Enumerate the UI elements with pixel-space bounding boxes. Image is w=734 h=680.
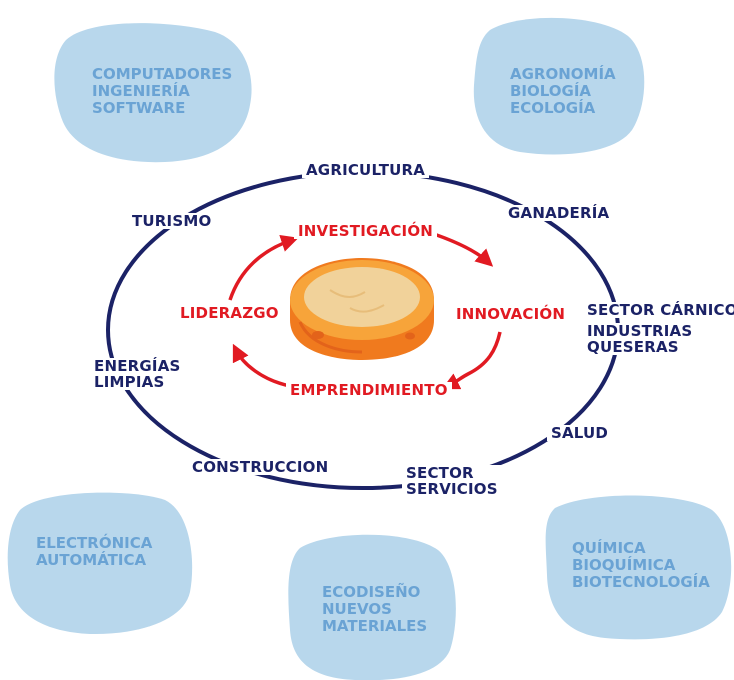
blob-line: SOFTWARE bbox=[92, 99, 186, 117]
blob-bottom-left bbox=[7, 492, 193, 635]
blob-bottom-right bbox=[545, 495, 732, 640]
blob-line: ECODISEÑO bbox=[322, 583, 421, 601]
blob-line: ECOLOGÍA bbox=[510, 99, 596, 117]
blob-line: NUEVOS bbox=[322, 600, 392, 618]
blob-line: BIOQUÍMICA bbox=[572, 556, 676, 574]
label-sector-line: SECTOR bbox=[406, 464, 474, 482]
blob-line: INGENIERÍA bbox=[92, 82, 190, 100]
blob-line: MATERIALES bbox=[322, 617, 428, 635]
label-construccion: CONSTRUCCION bbox=[188, 459, 333, 475]
blob-text-bottom-left: ELECTRÓNICA AUTOMÁTICA bbox=[36, 535, 152, 569]
cycle-arrow-1 bbox=[228, 235, 299, 301]
blob-line: ELECTRÓNICA bbox=[36, 534, 153, 552]
label-liderazgo: LIDERAZGO bbox=[176, 305, 283, 321]
cheese-wheel-icon bbox=[290, 258, 434, 360]
label-sector-servicios: SECTOR SERVICIOS bbox=[402, 465, 502, 497]
label-ganaderia: GANADERÍA bbox=[504, 205, 614, 221]
blob-bottom-center bbox=[288, 534, 456, 680]
label-turismo: TURISMO bbox=[128, 213, 216, 229]
blob-text-bottom-center: ECODISEÑO NUEVOS MATERIALES bbox=[322, 584, 427, 635]
cycle-arrow-4 bbox=[232, 343, 291, 388]
label-emprendimiento: EMPRENDIMIENTO bbox=[286, 382, 452, 398]
label-limpias-line: LIMPIAS bbox=[94, 373, 165, 391]
label-servicios-line: SERVICIOS bbox=[406, 480, 498, 498]
label-salud: SALUD bbox=[547, 425, 613, 441]
blob-top-left bbox=[54, 23, 252, 163]
label-investigacion: INVESTIGACIÓN bbox=[294, 223, 438, 239]
label-industrias-queseras: INDUSTRIAS QUESERAS bbox=[583, 322, 697, 356]
blob-text-top-right: AGRONOMÍA BIOLOGÍA ECOLOGÍA bbox=[510, 66, 616, 117]
label-energias-line: ENERGÍAS bbox=[94, 357, 181, 375]
blob-line: BIOTECNOLOGÍA bbox=[572, 573, 710, 591]
label-queseras-line: QUESERAS bbox=[587, 338, 679, 356]
blob-line: QUÍMICA bbox=[572, 539, 646, 557]
label-innovacion: INNOVACIÓN bbox=[452, 306, 570, 322]
blob-top-right bbox=[473, 17, 645, 155]
blob-line: AGRONOMÍA bbox=[510, 65, 616, 83]
blob-line: COMPUTADORES bbox=[92, 65, 233, 83]
cycle-arrow-3 bbox=[441, 331, 502, 390]
blob-text-top-left: COMPUTADORES INGENIERÍA SOFTWARE bbox=[92, 66, 232, 117]
label-energias-limpias: ENERGÍAS LIMPIAS bbox=[90, 358, 185, 390]
label-sector-carnico: SECTOR CÁRNICO bbox=[583, 302, 734, 318]
blob-line: AUTOMÁTICA bbox=[36, 551, 147, 569]
label-agricultura: AGRICULTURA bbox=[302, 162, 430, 178]
label-industrias-line: INDUSTRIAS bbox=[587, 322, 693, 340]
blob-line: BIOLOGÍA bbox=[510, 82, 592, 100]
blob-text-bottom-right: QUÍMICA BIOQUÍMICA BIOTECNOLOGÍA bbox=[572, 540, 710, 591]
